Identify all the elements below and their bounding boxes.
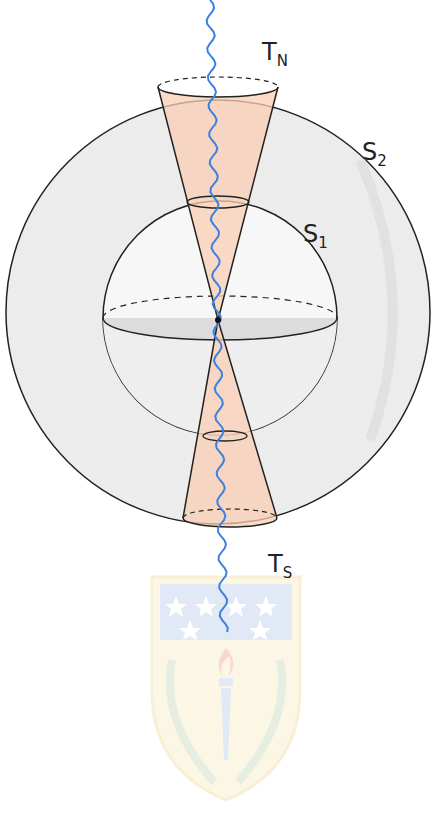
part-label: TS bbox=[268, 552, 292, 581]
part-label: S2 bbox=[362, 140, 387, 169]
watermark-logo bbox=[152, 577, 300, 800]
part-label: TN bbox=[262, 40, 288, 69]
string-line bbox=[207, 0, 228, 632]
part-label: S1 bbox=[303, 222, 328, 251]
